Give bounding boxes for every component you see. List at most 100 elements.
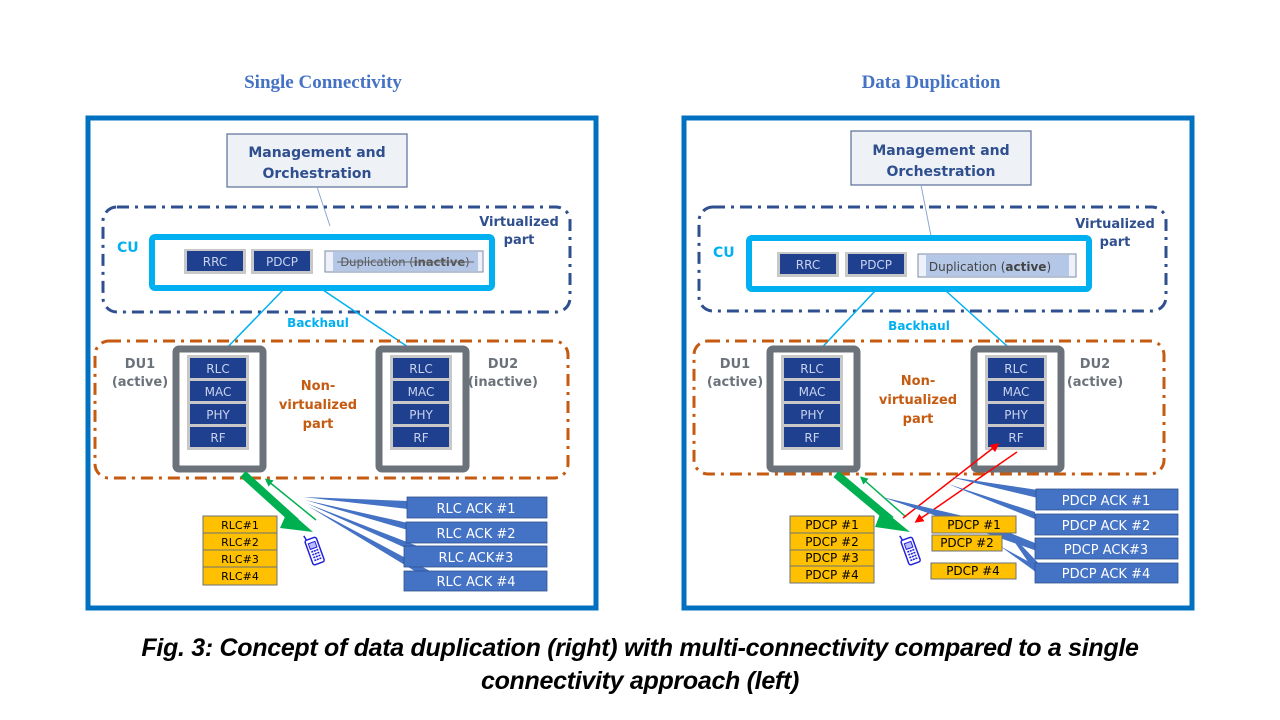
du1-block-mac-label: MAC	[799, 385, 826, 399]
du1-stack: RLC MAC PHY RF	[766, 345, 861, 473]
ack-box	[1035, 488, 1179, 511]
du1-name: DU1	[125, 357, 155, 372]
du2-stack: RLC MAC PHY RF	[375, 345, 470, 473]
ack-label: PDCP ACK #1	[1062, 494, 1150, 509]
non-virtualized-label-1: Non-	[301, 379, 335, 394]
packet-box	[202, 566, 278, 586]
backhaul-label: Backhaul	[888, 319, 950, 333]
non-virtualized-label-2: virtualized	[279, 398, 357, 413]
packet-label: PDCP #1	[947, 518, 1001, 532]
du2-block-phy-label: PHY	[409, 408, 433, 422]
du1-block-rlc-label: RLC	[206, 362, 229, 376]
ack-label: PDCP ACK #2	[1062, 519, 1150, 534]
packet-box	[930, 562, 1017, 580]
figure-caption: Fig. 3: Concept of data duplication (rig…	[0, 632, 1280, 698]
du2-block-rlc	[988, 358, 1044, 378]
management-link	[316, 186, 331, 227]
cu-block-rrc	[187, 251, 243, 271]
du2-block-mac	[988, 381, 1044, 401]
caption-line-1: Fig. 3: Concept of data duplication (rig…	[141, 634, 1139, 662]
non-virtualized-region	[93, 339, 570, 480]
du1-state: (active)	[112, 375, 168, 390]
du2-block-mac-label: MAC	[1003, 385, 1030, 399]
packet-label: PDCP #3	[805, 551, 859, 565]
cu-block-pdcp	[848, 254, 904, 274]
packet-box	[931, 534, 1003, 552]
du2-block-rlc	[393, 358, 449, 378]
cu-block-rrc	[780, 254, 836, 274]
packet-box	[789, 565, 875, 584]
du2-block-mac	[393, 381, 449, 401]
uplink-ack-arrow	[264, 478, 317, 521]
du1-block-rf	[784, 427, 840, 447]
cu-label: CU	[117, 240, 139, 256]
packet-box	[931, 515, 1017, 534]
cu-label: CU	[713, 245, 735, 261]
duplicate-packet-list: PDCP #1 PDCP #2 PDCP #4	[930, 515, 1017, 580]
du1-state: (active)	[707, 375, 763, 390]
du1-name: DU1	[720, 357, 750, 372]
downlink-arrow	[240, 471, 313, 532]
packet-label: PDCP #1	[805, 518, 859, 532]
du1-block-mac-label: MAC	[205, 385, 232, 399]
ack-callout-tails	[303, 497, 430, 573]
management-box	[850, 130, 1032, 186]
ack-box	[1034, 562, 1179, 584]
ack-box	[1034, 537, 1179, 560]
uplink-ack-arrow	[860, 476, 907, 518]
ack-label: RLC ACK #2	[436, 527, 515, 542]
backhaul-link-du1	[219, 289, 284, 356]
du2-block-rf	[393, 427, 449, 447]
du1-block-phy-label: PHY	[206, 408, 230, 422]
packet-label: RLC#4	[221, 570, 259, 583]
du2-block-rf	[988, 427, 1044, 447]
panel-duplication: Management and Orchestration Virtualized…	[681, 115, 1195, 611]
du1-block-mac	[190, 381, 246, 401]
non-virtualized-label-3: part	[903, 412, 934, 427]
packet-list: RLC#1 RLC#2 RLC#3 RLC#4	[202, 515, 278, 586]
packet-label: RLC#1	[221, 519, 259, 532]
du2-name: DU2	[1080, 357, 1110, 372]
duplication-label: Duplication (active)	[929, 260, 1051, 274]
management-label-2: Orchestration	[262, 166, 371, 182]
panel-single: Management and Orchestration Virtualized…	[85, 115, 599, 611]
cu-block-pdcp-label: PDCP	[860, 258, 892, 272]
ack-list: PDCP ACK #1 PDCP ACK #2 PDCP ACK#3 PDCP …	[1034, 488, 1179, 584]
ack-box	[1034, 513, 1179, 536]
management-label-1: Management and	[872, 143, 1009, 159]
backhaul-label: Backhaul	[287, 316, 349, 330]
downlink-arrow	[833, 470, 910, 532]
du2-block-phy	[988, 404, 1044, 424]
ack-box	[406, 496, 548, 519]
du2-block-rf-label: RF	[413, 431, 428, 445]
ack-label: RLC ACK #4	[436, 575, 515, 590]
duplication-fill	[926, 255, 1069, 276]
ack-label: PDCP ACK #4	[1062, 567, 1150, 582]
virtualized-region	[101, 205, 572, 314]
non-virtualized-label-3: part	[303, 417, 334, 432]
du1-block-rlc	[190, 358, 246, 378]
du1-block-rf	[190, 427, 246, 447]
packet-label: PDCP #2	[805, 535, 859, 549]
packet-label: PDCP #4	[805, 568, 859, 582]
du2-block-rlc-label: RLC	[409, 362, 432, 376]
packet-label: RLC#2	[221, 536, 259, 549]
virtualized-label-1: Virtualized	[1075, 217, 1155, 232]
backhaul-link-du1	[814, 290, 876, 356]
cu-block-rrc-label: RRC	[203, 255, 227, 269]
packet-label: RLC#3	[221, 553, 259, 566]
cu-block-pdcp	[254, 251, 310, 271]
ack-box	[403, 570, 548, 592]
du2-block-rlc-label: RLC	[1004, 362, 1027, 376]
backhaul-link-du2	[322, 289, 421, 356]
ack-list: RLC ACK #1 RLC ACK #2 RLC ACK#3 RLC ACK …	[403, 496, 548, 592]
management-link	[920, 184, 932, 237]
du2-name: DU2	[488, 357, 518, 372]
virtualized-region	[697, 205, 1168, 313]
backhaul-link-du2	[945, 290, 1018, 356]
panel-title-duplication: Data Duplication	[861, 72, 1001, 93]
du2-block-phy	[393, 404, 449, 424]
non-virtualized-region	[692, 339, 1166, 476]
management-label-1: Management and	[248, 145, 385, 161]
ack-label: PDCP ACK#3	[1064, 543, 1148, 558]
